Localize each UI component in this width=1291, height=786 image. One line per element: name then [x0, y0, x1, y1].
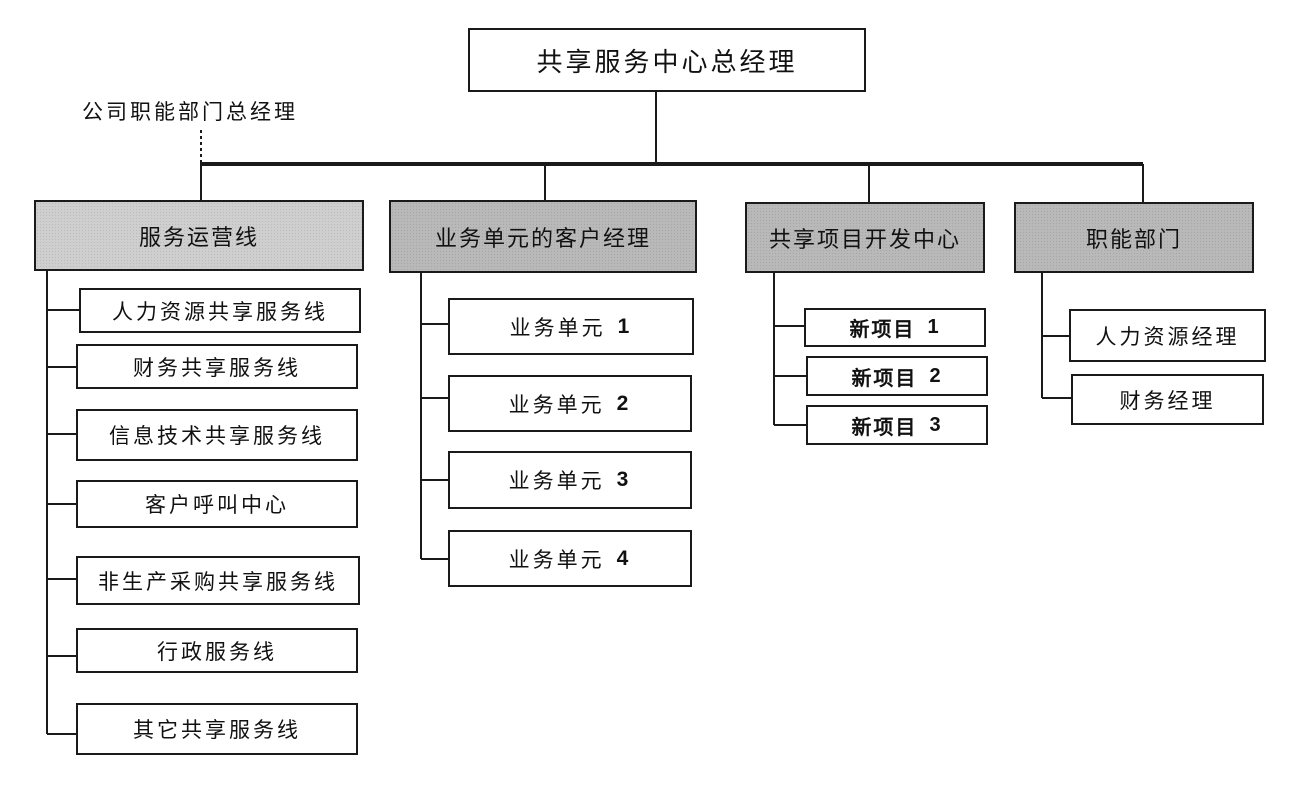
- chart-top-node: 共享服务中心总经理: [468, 28, 866, 92]
- chart-top-node-label: 共享服务中心总经理: [536, 47, 798, 78]
- function-manager-label: 人力资源经理: [1095, 324, 1240, 349]
- service-line-box: 客户呼叫中心: [76, 480, 358, 528]
- project-box: 新项目 3: [806, 405, 988, 445]
- business-unit-label: 业务单元: [509, 315, 606, 340]
- service-line-box: 信息技术共享服务线: [76, 409, 358, 461]
- service-line-label: 非生产采购共享服务线: [98, 569, 338, 594]
- dept-box: 业务单元的客户经理: [389, 200, 697, 273]
- dept-label: 职能部门: [1085, 227, 1182, 253]
- project-box: 新项目 1: [804, 308, 986, 347]
- dept-label: 服务运营线: [138, 225, 259, 251]
- service-line-label: 客户呼叫中心: [145, 493, 289, 517]
- dept-box: 职能部门: [1014, 202, 1254, 273]
- service-line-label: 其它共享服务线: [133, 718, 301, 742]
- function-manager-label: 财务经理: [1119, 388, 1216, 413]
- project-label: 新项目: [849, 317, 916, 341]
- dept-label: 共享项目开发中心: [768, 227, 961, 253]
- project-number: 2: [929, 364, 943, 387]
- service-line-label: 行政服务线: [157, 639, 277, 664]
- service-line-box: 财务共享服务线: [76, 344, 358, 389]
- project-box: 新项目 2: [806, 356, 988, 396]
- business-unit-number: 2: [616, 391, 632, 415]
- dept-label: 业务单元的客户经理: [434, 226, 651, 252]
- business-unit-label: 业务单元: [508, 469, 605, 493]
- service-line-label: 财务共享服务线: [133, 355, 301, 380]
- service-line-label: 人力资源共享服务线: [112, 299, 328, 324]
- side-label: 公司职能部门总经理: [82, 100, 298, 124]
- dept-box: 服务运营线: [34, 200, 364, 271]
- business-unit-label: 业务单元: [508, 392, 605, 417]
- service-line-box: 人力资源共享服务线: [79, 288, 361, 333]
- function-manager-box: 财务经理: [1071, 374, 1264, 425]
- service-line-box: 非生产采购共享服务线: [76, 556, 360, 605]
- business-unit-box: 业务单元 4: [448, 530, 692, 587]
- function-manager-box: 人力资源经理: [1069, 309, 1266, 362]
- service-line-box: 其它共享服务线: [76, 703, 358, 755]
- dept-box: 共享项目开发中心: [745, 202, 985, 273]
- project-label: 新项目: [851, 365, 918, 390]
- business-unit-number: 1: [617, 314, 633, 338]
- service-line-box: 行政服务线: [76, 628, 358, 673]
- business-unit-label: 业务单元: [508, 547, 605, 572]
- business-unit-number: 4: [616, 546, 632, 570]
- project-number: 1: [927, 316, 941, 338]
- business-unit-box: 业务单元 3: [448, 451, 692, 509]
- service-line-label: 信息技术共享服务线: [109, 424, 325, 448]
- project-number: 3: [929, 413, 943, 436]
- business-unit-number: 3: [616, 468, 632, 491]
- business-unit-box: 业务单元 1: [448, 298, 694, 355]
- project-label: 新项目: [851, 414, 918, 439]
- business-unit-box: 业务单元 2: [448, 375, 692, 432]
